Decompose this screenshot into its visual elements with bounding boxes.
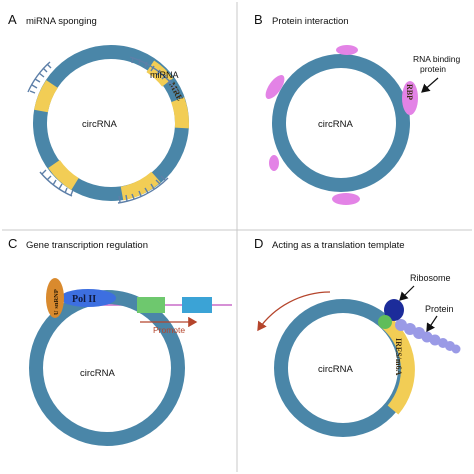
panel-a-letter: A (8, 12, 17, 27)
ribosome-label: Ribosome (410, 273, 451, 283)
rna-binding-protein-label-2: protein (420, 64, 446, 74)
gene-box-blue (182, 297, 212, 313)
mirna-comb (129, 56, 179, 93)
mirna-comb (27, 61, 52, 94)
panel-b-letter: B (254, 12, 263, 27)
rotation-arrow (257, 291, 331, 332)
peptide-bead (395, 319, 407, 331)
rbp-blob (336, 45, 358, 55)
promote-label: Promote (153, 325, 185, 335)
rna-binding-protein-label-1: RNA binding (413, 54, 461, 64)
peptide-bead (429, 334, 441, 346)
panel-d-letter: D (254, 236, 263, 251)
panel-b-title: Protein interaction (272, 16, 349, 27)
u-snrnp-ellipse (46, 278, 64, 318)
ires-segment (378, 314, 415, 415)
rbp-blob (265, 75, 285, 99)
peptide-bead (404, 323, 416, 335)
mirna-comb (117, 175, 169, 204)
ires-label: IRES/m6A (394, 338, 403, 376)
rbp-blob (269, 155, 279, 171)
panel-b: B Protein interaction RBP RNA binding pr… (254, 12, 461, 205)
circrna-label-c: circRNA (80, 368, 115, 379)
panel-c-letter: C (8, 236, 17, 251)
panel-c: C Gene transcription regulation Pol II U… (8, 236, 232, 446)
pol-ii-label: Pol II (72, 294, 96, 305)
mre-segment (120, 171, 161, 201)
ribosome-small (378, 315, 392, 329)
ribosome-large (384, 299, 404, 321)
promoter-box-green (137, 297, 165, 313)
ribosome-pointer-arrow (399, 285, 415, 301)
peptide-bead (451, 344, 461, 354)
rbp-blob (332, 193, 360, 205)
panel-d: D Acting as a translation template IRES/… (254, 236, 461, 437)
rbp-pointer-arrow (421, 77, 439, 93)
panel-a: A miRNA sponging MRE miRNA circRNA (8, 12, 189, 204)
u-snrnp-label: U snRNP (53, 289, 60, 315)
mirna-label: miRNA (150, 70, 179, 80)
panel-d-title: Acting as a translation template (272, 240, 405, 251)
mirna-comb (39, 169, 74, 197)
mre-segment (34, 80, 58, 113)
mre-segment (48, 159, 79, 190)
circrna-label-d: circRNA (318, 364, 353, 375)
circrna-label-a: circRNA (82, 119, 117, 130)
protein-pointer-arrow (426, 315, 438, 332)
rbp-label: RBP (405, 84, 414, 100)
pol-ii-ellipse (60, 289, 116, 307)
panel-c-title: Gene transcription regulation (26, 240, 148, 251)
circrna-label-b: circRNA (318, 119, 353, 130)
circrna-ring-b (272, 54, 410, 192)
mre-segment (171, 97, 189, 129)
protein-label: Protein (425, 304, 454, 314)
panel-a-title: miRNA sponging (26, 16, 97, 27)
rbp-protein (402, 81, 418, 115)
